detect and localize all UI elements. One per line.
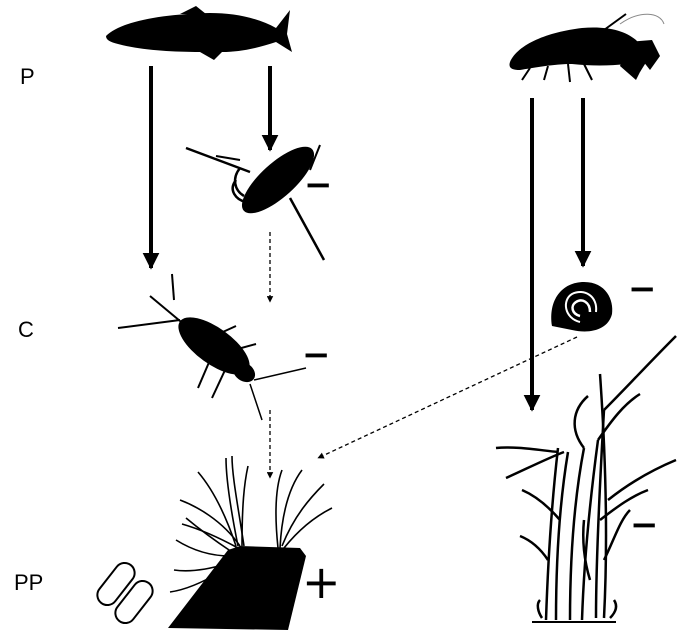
sign-periphyton: + xyxy=(302,555,341,609)
snail-icon xyxy=(551,282,612,331)
sign-beetle-larva: − xyxy=(304,165,333,205)
trout-icon xyxy=(106,6,292,60)
sign-macrophyte: − xyxy=(630,505,659,545)
macrophyte-icon xyxy=(496,336,676,620)
level-label-c: C xyxy=(18,317,34,342)
diatom-icon xyxy=(93,559,156,627)
sign-snail: − xyxy=(628,269,657,309)
crayfish-icon xyxy=(509,14,664,82)
level-label-p: P xyxy=(20,64,35,89)
sign-stonefly-nymph: − xyxy=(302,335,331,375)
arrow-snail-to-periphyton xyxy=(318,337,577,458)
level-label-pp: PP xyxy=(14,570,43,595)
stonefly-nymph-icon xyxy=(118,274,306,420)
